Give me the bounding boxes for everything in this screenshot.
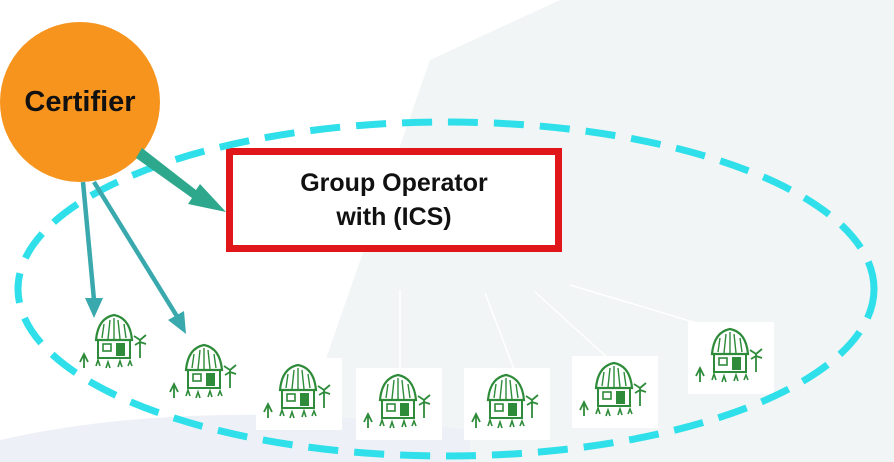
group-operator-title: Group Operator (300, 169, 488, 197)
group-operator-box: Group Operator with (ICS) (226, 148, 562, 252)
certifier-label: Certifier (24, 85, 136, 118)
group-operator-subtitle: with (ICS) (336, 203, 452, 231)
certifier-circle: Certifier (0, 22, 160, 182)
